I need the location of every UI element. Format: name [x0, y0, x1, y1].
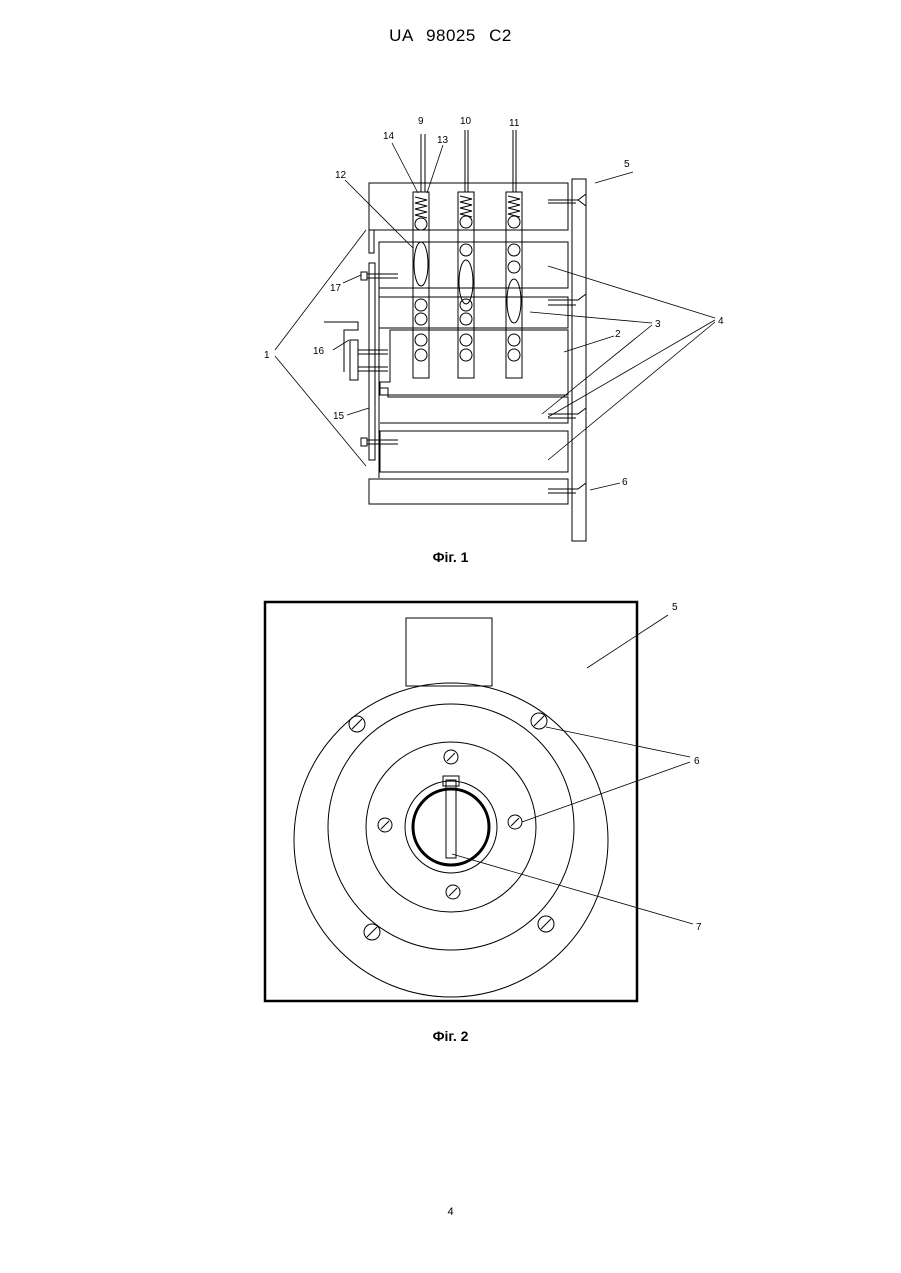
label-14: 14 — [383, 131, 395, 142]
page-number: 4 — [0, 1206, 901, 1218]
figure-2: 5 6 7 — [265, 602, 702, 1001]
figure-1-caption: Фіг. 1 — [0, 549, 901, 565]
label-3: 3 — [655, 319, 661, 330]
label-16: 16 — [313, 346, 325, 357]
label-1: 1 — [264, 350, 270, 361]
screw — [446, 885, 460, 899]
middle-ring — [328, 704, 574, 950]
screw — [508, 815, 522, 829]
top-tab — [406, 618, 492, 686]
label-6: 6 — [694, 756, 700, 767]
section-3b — [380, 388, 568, 423]
rail-15 — [369, 263, 375, 460]
fig2-labels: 5 6 7 — [672, 602, 702, 933]
bottom-block — [369, 479, 568, 504]
label-11: 11 — [509, 118, 520, 129]
fig1-labels: 1 2 3 4 5 6 9 10 11 12 13 14 15 16 17 — [264, 116, 724, 488]
channels — [413, 130, 522, 378]
label-15: 15 — [333, 411, 345, 422]
section-4b — [380, 431, 568, 472]
label-7: 7 — [696, 922, 702, 933]
label-4: 4 — [718, 316, 724, 327]
fig2-leaders — [452, 615, 693, 924]
plate-5 — [265, 602, 637, 1001]
label-6: 6 — [622, 477, 628, 488]
pins — [358, 194, 586, 495]
label-5: 5 — [672, 602, 678, 613]
screws — [349, 713, 554, 940]
label-2: 2 — [615, 329, 621, 340]
fig1-leaders — [275, 143, 715, 490]
hub-outer — [405, 781, 497, 873]
label-5: 5 — [624, 159, 630, 170]
label-9: 9 — [418, 116, 424, 127]
screw — [349, 716, 365, 732]
hub — [413, 789, 489, 865]
screw — [538, 916, 554, 932]
figure-2-caption: Фіг. 2 — [0, 1028, 901, 1044]
screw — [364, 924, 380, 940]
screw — [378, 818, 392, 832]
label-12: 12 — [335, 170, 347, 181]
bracket-16 — [324, 322, 358, 372]
label-13: 13 — [437, 135, 449, 146]
key-7 — [446, 780, 456, 858]
rail-top — [369, 230, 374, 253]
figure-1: 1 2 3 4 5 6 9 10 11 12 13 14 15 16 17 — [264, 116, 724, 541]
screw — [444, 750, 458, 764]
plate-5 — [572, 179, 586, 541]
label-10: 10 — [460, 116, 472, 127]
label-17: 17 — [330, 283, 342, 294]
screw — [531, 713, 547, 729]
